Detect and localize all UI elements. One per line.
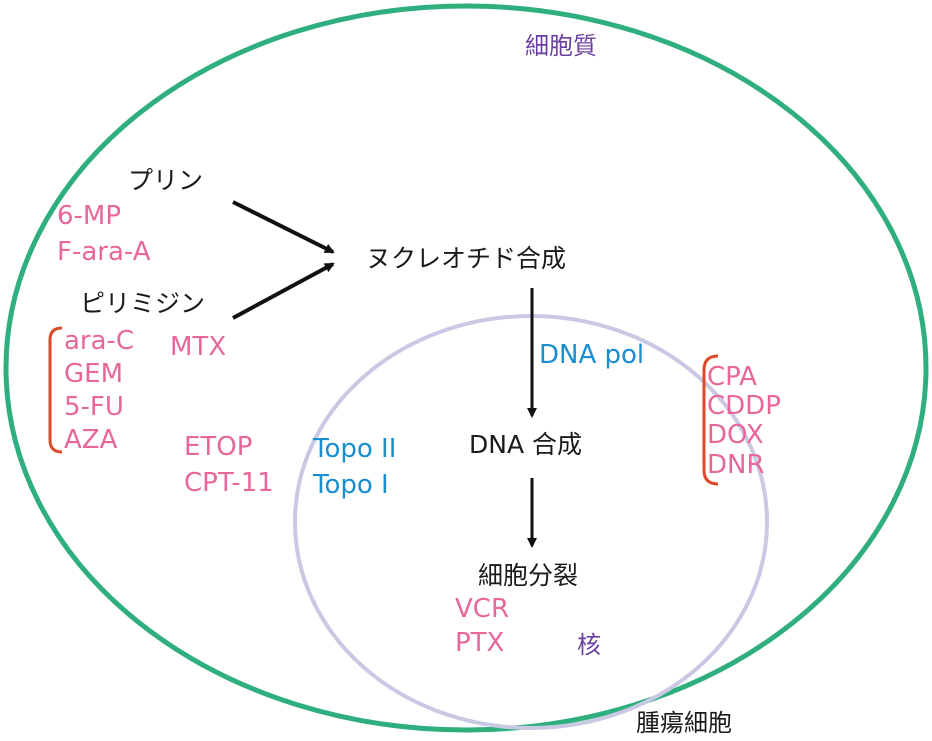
drug-aza: AZA — [64, 425, 118, 455]
drug-f-ara-a: F-ara-A — [57, 237, 151, 267]
pyrimidine-drugs-bracket — [48, 326, 63, 454]
pyrimidine-label: ピリミジン — [80, 289, 206, 318]
drug-mtx: MTX — [170, 332, 227, 362]
topo1-label: Topo I — [313, 470, 389, 500]
nucleus-label: 核 — [577, 631, 601, 659]
pyrimidine-to-nucleotide-arrow — [232, 262, 335, 320]
drug-cpt11: CPT-11 — [184, 468, 274, 498]
dna-synthesis-label: DNA 合成 — [469, 430, 583, 459]
drug-etop: ETOP — [184, 432, 253, 462]
drug-6mp: 6-MP — [57, 201, 122, 231]
purine-to-nucleotide-arrow — [232, 200, 335, 254]
drug-vcr: VCR — [455, 594, 510, 624]
drug-ara-c: ara-C — [64, 326, 135, 356]
drug-dox: DOX — [707, 420, 764, 450]
drug-cddp: CDDP — [707, 391, 781, 421]
drug-ptx: PTX — [455, 628, 505, 658]
drug-cpa: CPA — [707, 362, 757, 392]
cytoplasm-label: 細胞質 — [525, 32, 597, 60]
drug-5fu: 5-FU — [64, 392, 124, 422]
purine-label: プリン — [128, 166, 204, 195]
topo2-label: Topo II — [313, 434, 397, 464]
nucleotide-synthesis-label: ヌクレオチド合成 — [366, 244, 567, 273]
cell-division-label: 細胞分裂 — [478, 561, 579, 590]
drug-gem: GEM — [64, 359, 124, 389]
tumor-cell-outline — [3, 3, 929, 733]
drug-dnr: DNR — [707, 450, 765, 480]
dna-damaging-drugs-bracket — [702, 354, 719, 486]
dna-pol-label: DNA pol — [539, 340, 645, 370]
tumor-cell-label: 腫瘍細胞 — [636, 709, 732, 737]
